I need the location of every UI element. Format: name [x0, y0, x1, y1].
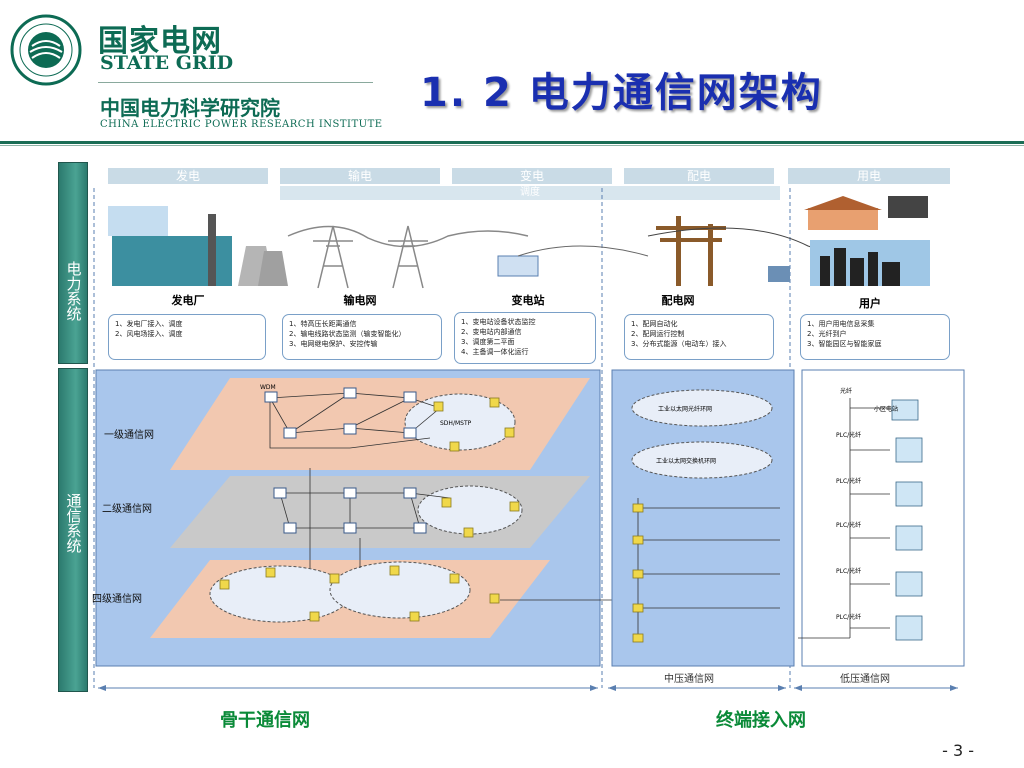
comm-system-illustration	[95, 369, 965, 667]
header-rule-thin	[0, 145, 1024, 146]
leaf-label-fiber: 光纤	[840, 388, 853, 395]
stage-tab-distribution: 配电	[624, 168, 774, 184]
power-plant-icon	[108, 206, 288, 286]
stage-tab-consumption: 用电	[788, 168, 950, 184]
layer-label-2: 二级通信网	[102, 504, 152, 515]
power-comm-architecture-diagram: 电力系统 通信系统 发电 输电 变电 配电 用电 调度	[58, 158, 968, 698]
leaf-label-station: 小区电站	[874, 406, 899, 413]
sdh-ring-3	[209, 565, 351, 623]
wdm-label: WDM	[260, 384, 276, 391]
dispatch-band: 调度	[280, 186, 780, 200]
comm-system-label: 通信系统	[64, 493, 83, 553]
backbone-network-label: 骨干通信网	[220, 710, 310, 731]
institute-name-cn: 中国电力科学研究院	[100, 96, 280, 120]
low-voltage-panel	[801, 369, 965, 667]
power-system-label: 电力系统	[64, 261, 83, 321]
header-divider	[98, 82, 373, 83]
layer-plane-1	[170, 378, 590, 470]
page-number: - 3 -	[942, 741, 974, 760]
leaf-label-plc-4: PLC/光纤	[836, 568, 862, 575]
layer-label-1: 一级通信网	[104, 430, 154, 441]
stage-name-substation: 变电站	[511, 294, 545, 307]
industrial-switch-ring	[631, 441, 773, 479]
institute-name-en: CHINA ELECTRIC POWER RESEARCH INSTITUTE	[100, 119, 383, 130]
layer-plane-2	[170, 476, 590, 548]
low-voltage-label: 低压通信网	[840, 674, 890, 685]
comm-system-side-bar: 通信系统	[58, 368, 88, 692]
sdh-ring-2	[417, 485, 523, 535]
industrial-fiber-ring	[631, 389, 773, 427]
leaf-label-plc-3: PLC/光纤	[836, 522, 862, 529]
power-system-illustration	[108, 196, 930, 289]
brand-name-cn: 国家电网	[98, 24, 222, 59]
mid-voltage-label: 中压通信网	[664, 674, 714, 685]
leaf-label-plc-5: PLC/光纤	[836, 614, 862, 621]
layer-label-4: 四级通信网	[92, 594, 142, 605]
header-rule	[0, 141, 1024, 144]
slide-title: 1. 2 电力通信网架构	[420, 70, 823, 116]
stage-name-power-plant: 发电厂	[171, 294, 205, 307]
substation-icon	[497, 245, 649, 277]
ring-label-2: 工业以太网交换机环网	[656, 458, 717, 465]
city-skyline-icon	[810, 240, 930, 286]
transmission-tower-icon	[287, 225, 529, 289]
house-icon	[804, 196, 928, 230]
sdh-label: SDH/MSTP	[440, 420, 472, 427]
stage-name-distribution-grid: 配电网	[661, 294, 695, 307]
solar-panel-icon	[768, 266, 790, 282]
sdh-ring-4	[329, 561, 471, 619]
leaf-label-plc-2: PLC/光纤	[836, 478, 862, 485]
access-network-label: 终端接入网	[716, 710, 806, 731]
leaf-label-plc-1: PLC/光纤	[836, 432, 862, 439]
stage-name-transmission-grid: 输电网	[343, 294, 377, 307]
power-system-side-bar: 电力系统	[58, 162, 88, 364]
state-grid-logo-icon	[10, 14, 82, 86]
stage-name-user: 用户	[859, 297, 881, 310]
stage-tab-transmission: 输电	[280, 168, 440, 184]
stage-tab-generation: 发电	[108, 168, 268, 184]
ring-label-1: 工业以太网光纤环网	[658, 406, 713, 413]
sdh-ring-1	[404, 393, 516, 451]
brand-name-en: STATE GRID	[100, 52, 234, 74]
stage-tab-substation: 变电	[452, 168, 612, 184]
